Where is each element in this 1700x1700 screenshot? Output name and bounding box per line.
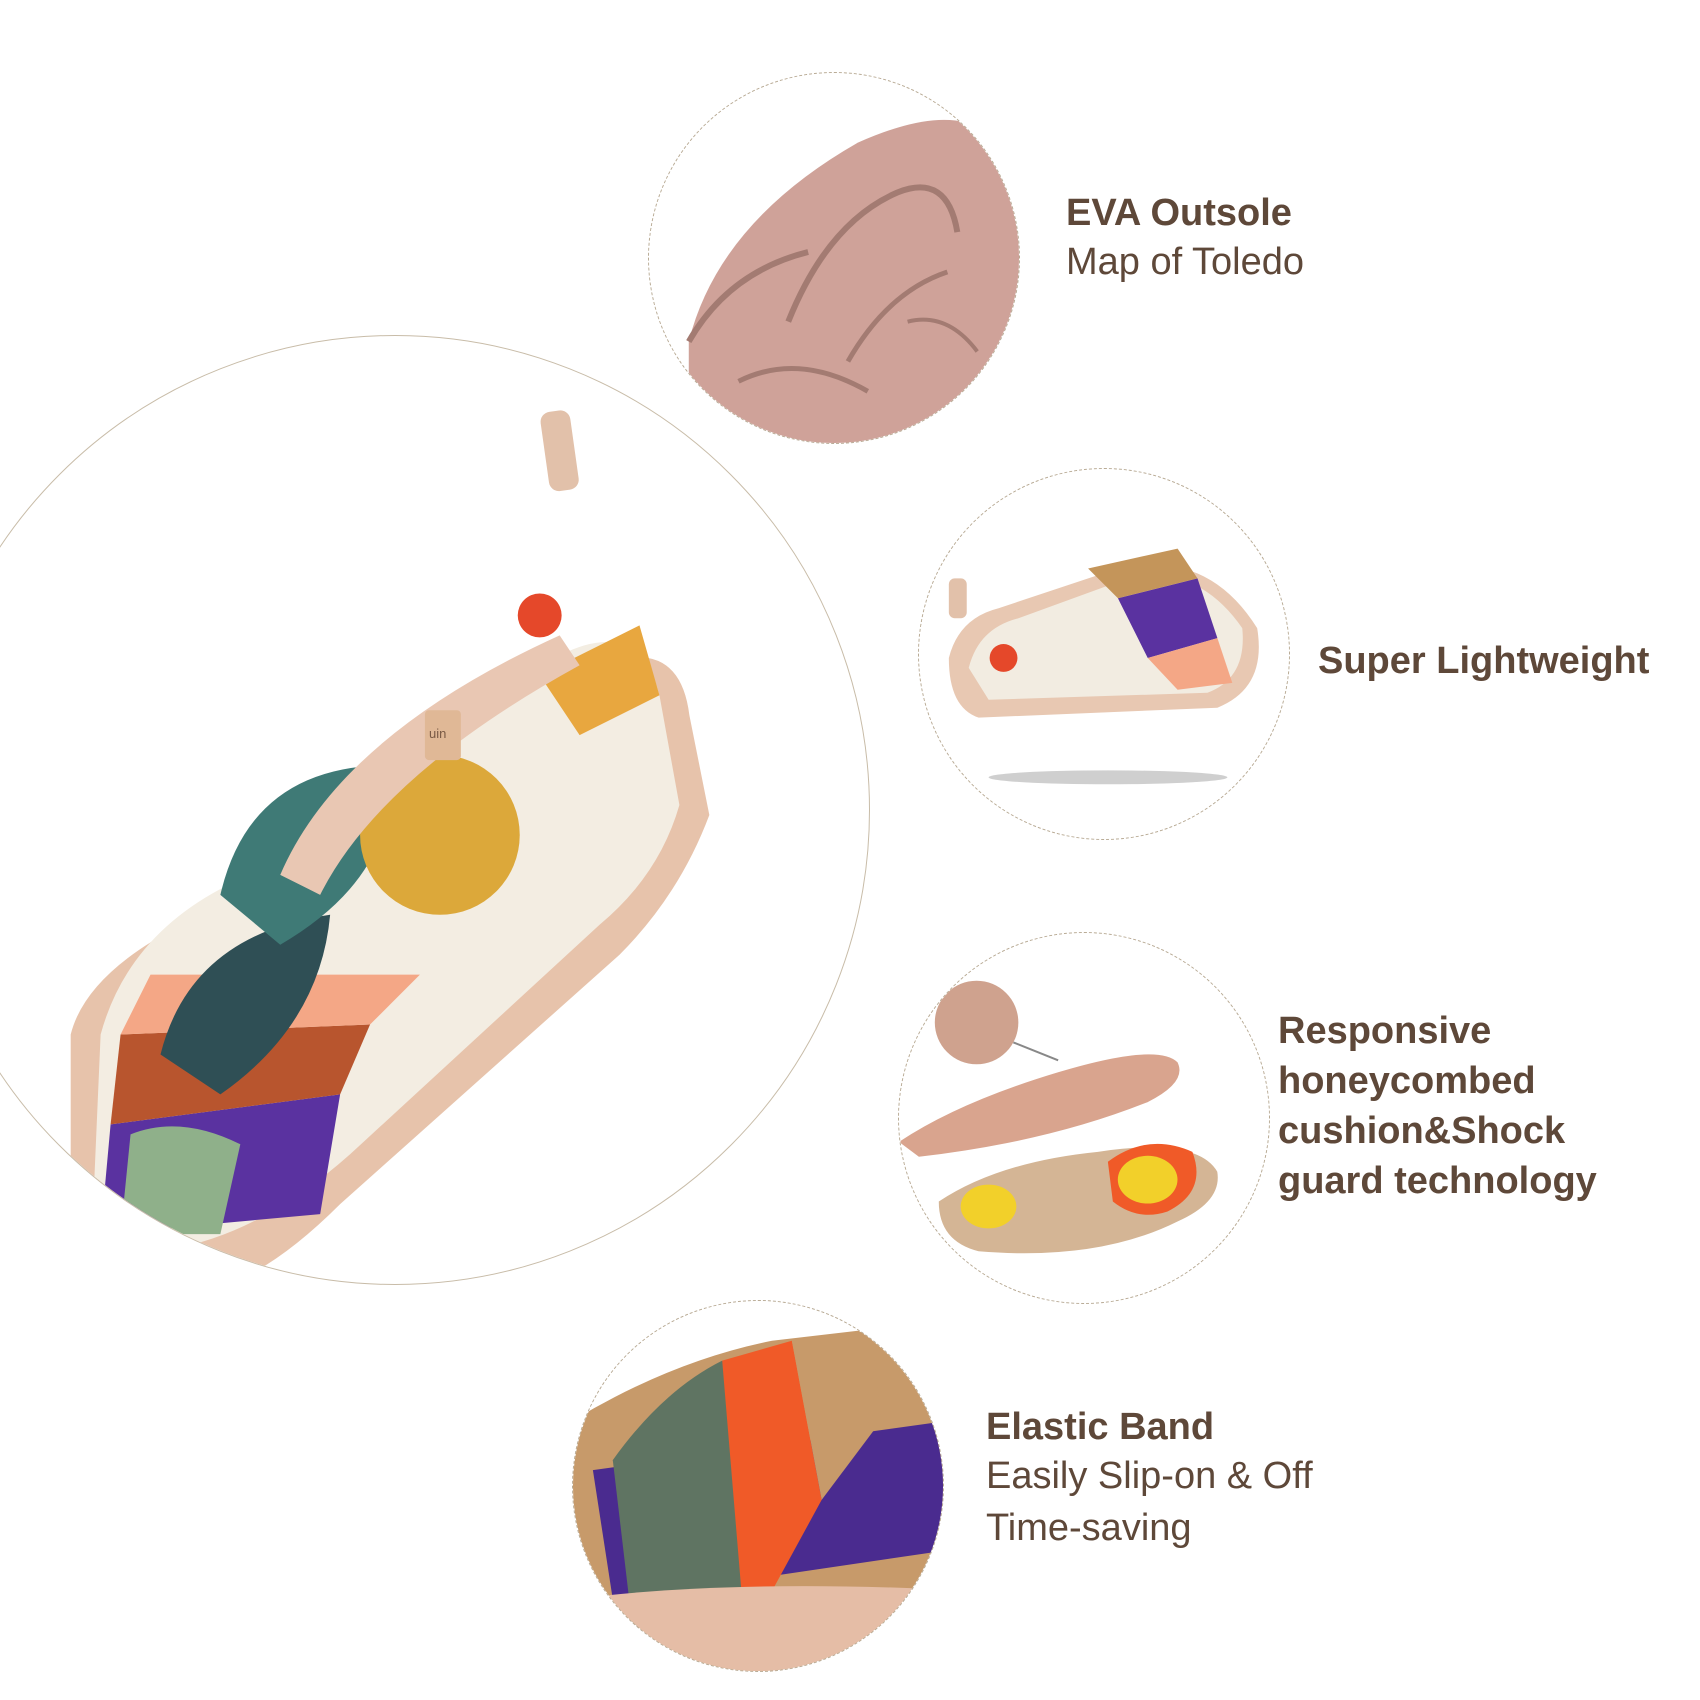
feature-lightweight-text: Super Lightweight	[1318, 638, 1649, 684]
feature-circle-lightweight	[918, 468, 1290, 840]
feature-insole-title-line-1: Responsive	[1278, 1010, 1492, 1052]
lightweight-shoe-image	[948, 548, 1259, 785]
feature-elastic-subtitle-line-1: Easily Slip-on & Off	[986, 1455, 1313, 1497]
feature-outsole-text: EVA Outsole Map of Toledo	[1066, 190, 1304, 288]
feature-circle-elastic	[572, 1300, 944, 1672]
feature-lightweight-title: Super Lightweight	[1318, 640, 1650, 682]
feature-circle-insole	[898, 932, 1270, 1304]
hero-shoe-image	[70, 410, 710, 1284]
feature-elastic-text: Elastic Band Easily Slip-on & Off Time-s…	[986, 1404, 1313, 1554]
eva-outsole-image	[686, 119, 1019, 443]
feature-outsole-subtitle: Map of Toledo	[1066, 241, 1305, 283]
feature-elastic-title: Elastic Band	[986, 1406, 1215, 1448]
feature-insole-text: Responsive honeycombed cushion&Shock gua…	[1278, 1006, 1597, 1206]
feature-insole-title-line-2: honeycombed	[1278, 1060, 1536, 1102]
brand-tag-label: uin	[429, 726, 447, 741]
feature-insole-title-line-4: guard technology	[1278, 1160, 1597, 1202]
hero-product-circle: uin	[0, 335, 870, 1285]
feature-elastic-subtitle-line-2: Time-saving	[986, 1507, 1192, 1549]
insole-image	[899, 980, 1218, 1254]
elastic-band-image	[573, 1320, 943, 1671]
feature-insole-title-line-3: cushion&Shock	[1278, 1110, 1566, 1152]
feature-outsole-title: EVA Outsole	[1066, 192, 1292, 234]
feature-circle-outsole	[648, 72, 1020, 444]
